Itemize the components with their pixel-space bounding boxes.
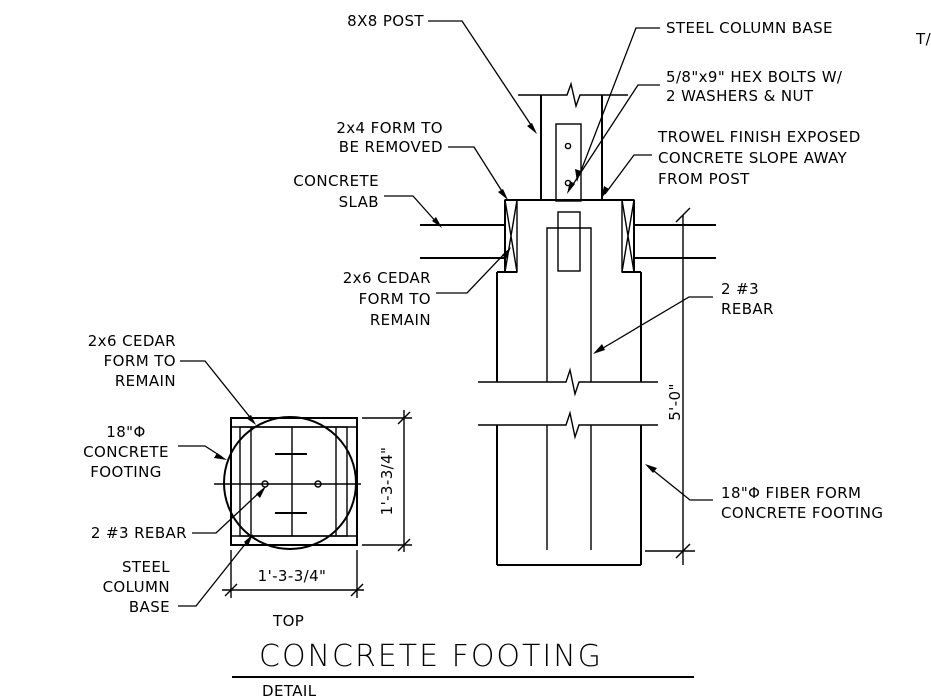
label-footing-plan-line2: CONCRETE <box>83 443 169 461</box>
leader-rebar-section <box>597 296 713 352</box>
leader-cedar-plan <box>180 360 254 422</box>
detail-title: CONCRETE FOOTING <box>259 639 603 674</box>
arrowhead-post <box>527 123 537 134</box>
leader-footing-plan <box>178 445 223 458</box>
cedar-form-left-hatch <box>504 199 518 273</box>
label-cedar-plan-line3: REMAIN <box>115 372 176 390</box>
label-rebar-section-line2: REBAR <box>721 300 774 318</box>
label-steel-base-plan-line3: BASE <box>129 598 170 616</box>
plan-height-tick-bottom <box>397 538 411 552</box>
arrowhead-fiber-form <box>645 464 657 473</box>
leader-form-removed <box>448 146 506 197</box>
cedar-form-right-hatch <box>621 199 635 273</box>
rebar-dot-right <box>314 480 322 488</box>
arrowhead-rebar-plan <box>256 486 266 498</box>
leader-post <box>428 20 534 129</box>
height-dimension-text: 5'-0" <box>666 383 684 421</box>
arrowhead-footing-plan <box>214 453 227 460</box>
embedded-rebar-outline-upper <box>546 227 592 382</box>
label-form-removed-line1: 2x4 FORM TO <box>336 119 443 137</box>
label-slab-line2: SLAB <box>339 193 379 211</box>
leader-steel-base-plan <box>178 537 251 607</box>
label-slab-line1: CONCRETE <box>293 172 379 190</box>
shaft-break-top <box>478 367 658 397</box>
label-corner: T/ <box>915 30 931 48</box>
callout-text: 8X8 POST STEEL COLUMN BASE T/ 5/8"x9" HE… <box>83 12 931 616</box>
label-rebar-section-line1: 2 #3 <box>721 280 759 298</box>
inner-form-outline <box>239 426 348 537</box>
leader-trowel <box>604 154 652 195</box>
arrowhead-slab <box>432 217 442 228</box>
embedded-base-plate <box>557 211 581 272</box>
label-cedar-section-line1: 2x6 CEDAR <box>343 269 431 287</box>
leader-steel-base <box>578 27 660 177</box>
label-cedar-section-line2: FORM TO <box>359 290 431 308</box>
label-fiber-form-line1: 18"Φ FIBER FORM <box>721 484 861 502</box>
cedar-form-outline <box>230 417 358 546</box>
label-trowel-line2: CONCRETE SLOPE AWAY <box>658 149 847 167</box>
label-form-removed-line2: BE REMOVED <box>339 138 443 156</box>
arrowhead-cedar-section <box>502 247 511 259</box>
leader-rebar-plan <box>192 489 263 534</box>
label-cedar-plan-line2: FORM TO <box>104 352 176 370</box>
post-break-line <box>518 81 628 109</box>
leader-bolts <box>569 84 660 190</box>
leader-cedar-section <box>436 250 508 294</box>
arrowhead-rebar-section <box>593 344 605 354</box>
title-block: TOP CONCRETE FOOTING DETAIL <box>232 612 694 699</box>
plan-width-tick-right <box>350 583 364 597</box>
label-cedar-plan-line1: 2x6 CEDAR <box>88 332 176 350</box>
title-prefix: TOP <box>272 612 304 630</box>
height-dim-tick-top <box>675 207 691 223</box>
plan-height-dimension-text: 1'-3-3/4" <box>378 447 396 516</box>
plan-width-dimension-text: 1'-3-3/4" <box>258 567 327 585</box>
label-footing-plan-line1: 18"Φ <box>106 423 145 441</box>
bolt-upper <box>564 142 572 150</box>
label-rebar-plan: 2 #3 REBAR <box>91 524 187 542</box>
label-bolts-line1: 5/8"x9" HEX BOLTS W/ <box>666 68 843 86</box>
arrowhead-bolts <box>567 181 575 194</box>
leaders <box>178 20 713 607</box>
arrowhead-trowel <box>601 186 609 199</box>
shaft-break-bottom <box>478 410 658 440</box>
arrowhead-form-removed <box>498 189 508 200</box>
plan-width-tick-left <box>224 583 238 597</box>
plan-height-tick-top <box>397 411 411 425</box>
arrowhead-steel-base-plan <box>244 534 253 546</box>
label-steel-base-plan-line1: STEEL <box>122 558 170 576</box>
leader-fiber-form <box>648 466 713 501</box>
title-suffix: DETAIL <box>262 682 317 699</box>
label-bolts-line2: 2 WASHERS & NUT <box>666 87 814 105</box>
label-cedar-section-line3: REMAIN <box>370 311 431 329</box>
label-steel-column-base: STEEL COLUMN BASE <box>666 19 833 37</box>
leader-slab <box>384 195 439 225</box>
label-footing-plan-line3: FOOTING <box>90 463 161 481</box>
label-trowel-line3: FROM POST <box>658 170 750 188</box>
label-steel-base-plan-line2: COLUMN <box>103 578 170 596</box>
arrowhead-cedar-plan <box>246 415 256 425</box>
section-view: 5'-0" <box>420 81 716 566</box>
label-fiber-form-line2: CONCRETE FOOTING <box>721 504 883 522</box>
label-trowel-line1: TROWEL FINISH EXPOSED <box>657 128 861 146</box>
label-8x8-post: 8X8 POST <box>347 12 424 30</box>
plan-view: 1'-3-3/4" 1'-3-3/4" <box>214 410 412 598</box>
